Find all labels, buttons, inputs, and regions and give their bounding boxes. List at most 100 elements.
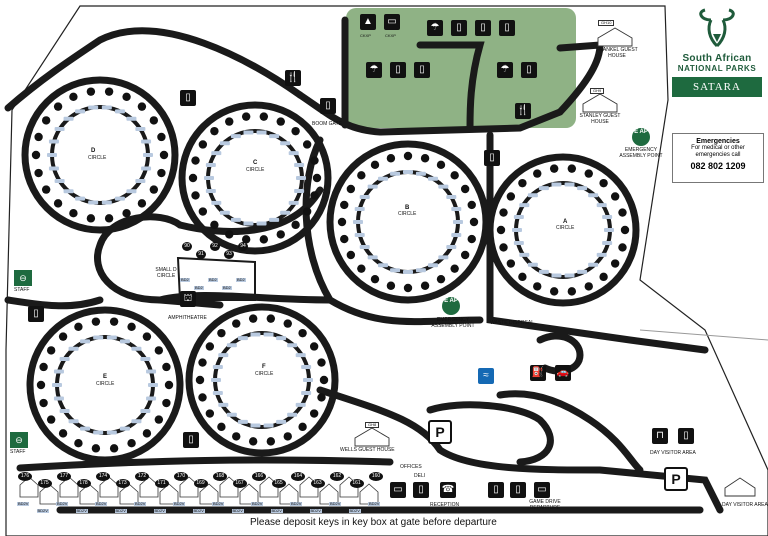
campsite-marker[interactable] [74,439,83,448]
campsite-marker[interactable] [310,191,319,200]
bottom-unit-number[interactable]: 176 [18,472,32,481]
campsite-marker[interactable] [157,132,166,142]
bottom-unit-number[interactable]: 174 [96,472,110,481]
campsite-marker[interactable] [291,220,300,230]
campsite-marker[interactable] [58,332,68,341]
bottom-unit-number[interactable]: 163 [310,479,325,488]
campsite-marker[interactable] [34,132,43,142]
campsite-marker[interactable] [302,207,312,216]
swimming-pool-icon[interactable]: ≈ [478,368,494,384]
campsite-marker[interactable] [467,200,476,210]
campsite-marker[interactable] [298,328,307,338]
campsite-marker[interactable] [283,432,292,441]
campsite-marker[interactable] [53,199,63,208]
campsite-marker[interactable] [191,191,200,200]
campsite-marker[interactable] [86,214,96,223]
toilet-icon-9[interactable]: ▯ [521,62,537,78]
campsite-marker[interactable] [232,319,241,328]
game-drive-icon[interactable]: ▭ [534,482,550,498]
campsite-marker[interactable] [205,409,215,418]
campsite-marker[interactable] [137,102,147,111]
campsite-marker[interactable] [310,156,319,165]
campsite-marker[interactable] [266,314,276,323]
bottom-unit-number[interactable]: 160 [369,472,383,481]
campsite-marker[interactable] [142,332,152,341]
campsite-marker[interactable] [191,156,200,165]
bottom-unit-number[interactable]: 167 [232,479,247,488]
campsite-marker[interactable] [198,140,208,149]
campsite-marker[interactable] [104,214,114,223]
campsite-marker[interactable] [340,234,349,244]
campsite-marker[interactable] [41,185,51,194]
campsite-marker[interactable] [346,184,356,194]
campsite-marker[interactable] [149,116,159,125]
caravan-icon[interactable]: ▭ [384,14,400,30]
campsite-marker[interactable] [618,243,627,252]
campsite-marker[interactable] [195,375,205,385]
campsite-marker[interactable] [499,208,508,217]
campsite-marker[interactable] [248,437,258,446]
campsite-marker[interactable] [319,375,329,385]
campsite-marker[interactable] [533,282,542,291]
campsite-marker[interactable] [205,342,215,351]
campsite-marker[interactable] [157,168,166,178]
fuel-icon[interactable]: ⛽ [530,365,546,381]
campsite-marker[interactable] [436,160,446,170]
campsite-marker[interactable] [567,287,577,296]
campsite-marker[interactable] [370,274,380,284]
bottom-unit-number[interactable]: 168 [213,472,227,481]
campsite-marker[interactable] [259,112,269,121]
campsite-marker[interactable] [496,225,506,235]
bottom-unit-number[interactable]: 173 [115,479,130,488]
bottom-unit-number[interactable]: 172 [135,472,149,481]
campsite-marker[interactable] [159,150,169,160]
campsite-marker[interactable] [127,322,136,331]
bottom-unit-number[interactable]: 165 [271,479,286,488]
picnic-icon[interactable]: ⊓ [652,428,668,444]
campsite-marker[interactable] [154,415,164,424]
campsite-marker[interactable] [217,328,226,338]
campsite-marker[interactable] [232,432,241,441]
campsite-marker[interactable] [109,317,119,326]
campsite-marker[interactable] [91,444,101,453]
campsite-marker[interactable] [241,235,251,244]
bottom-unit-number[interactable]: 171 [154,479,169,488]
campsite-marker[interactable] [499,243,508,252]
campsite-marker[interactable] [357,171,366,180]
bottom-unit-number[interactable]: 161 [349,479,364,488]
toilet-icon-7[interactable]: ▯ [451,20,467,36]
parking-icon-2[interactable]: P [664,467,688,491]
small-d-unit-number[interactable]: 91 [196,250,206,259]
shop-icon[interactable]: ▭ [390,482,406,498]
campsite-marker[interactable] [420,154,430,163]
laundry-icon-3[interactable]: ▯ [414,62,430,78]
campsite-marker[interactable] [309,409,319,418]
bottom-unit-number[interactable]: 162 [330,472,344,481]
campsite-marker[interactable] [58,429,68,438]
campsite-marker[interactable] [450,171,459,180]
campsite-marker[interactable] [142,429,152,438]
toilet-icon-8[interactable]: ▯ [390,62,406,78]
campsite-marker[interactable] [386,154,396,163]
laundry-icon-2[interactable]: ▯ [475,20,491,36]
shop-icon-2[interactable]: ▯ [488,482,504,498]
campsite-marker[interactable] [618,208,627,217]
campsite-marker[interactable] [317,393,326,402]
campsite-marker[interactable] [620,225,630,235]
shower-icon[interactable]: ☂ [427,20,443,36]
campsite-marker[interactable] [225,230,234,239]
toilet-icon[interactable]: ▯ [180,90,196,106]
amphitheatre-icon[interactable]: ⛫ [180,291,196,307]
campsite-marker[interactable] [283,319,292,328]
reception-icon[interactable]: ☎ [440,482,456,498]
campsite-marker[interactable] [53,102,63,111]
campsite-marker[interactable] [291,126,300,136]
campsite-marker[interactable] [357,264,366,273]
bottom-unit-number[interactable]: 169 [193,479,208,488]
campsite-marker[interactable] [460,250,470,260]
campsite-marker[interactable] [198,207,208,216]
campsite-marker[interactable] [420,281,430,290]
campsite-marker[interactable] [74,322,83,331]
campsite-marker[interactable] [584,169,593,178]
campsite-marker[interactable] [317,358,326,367]
